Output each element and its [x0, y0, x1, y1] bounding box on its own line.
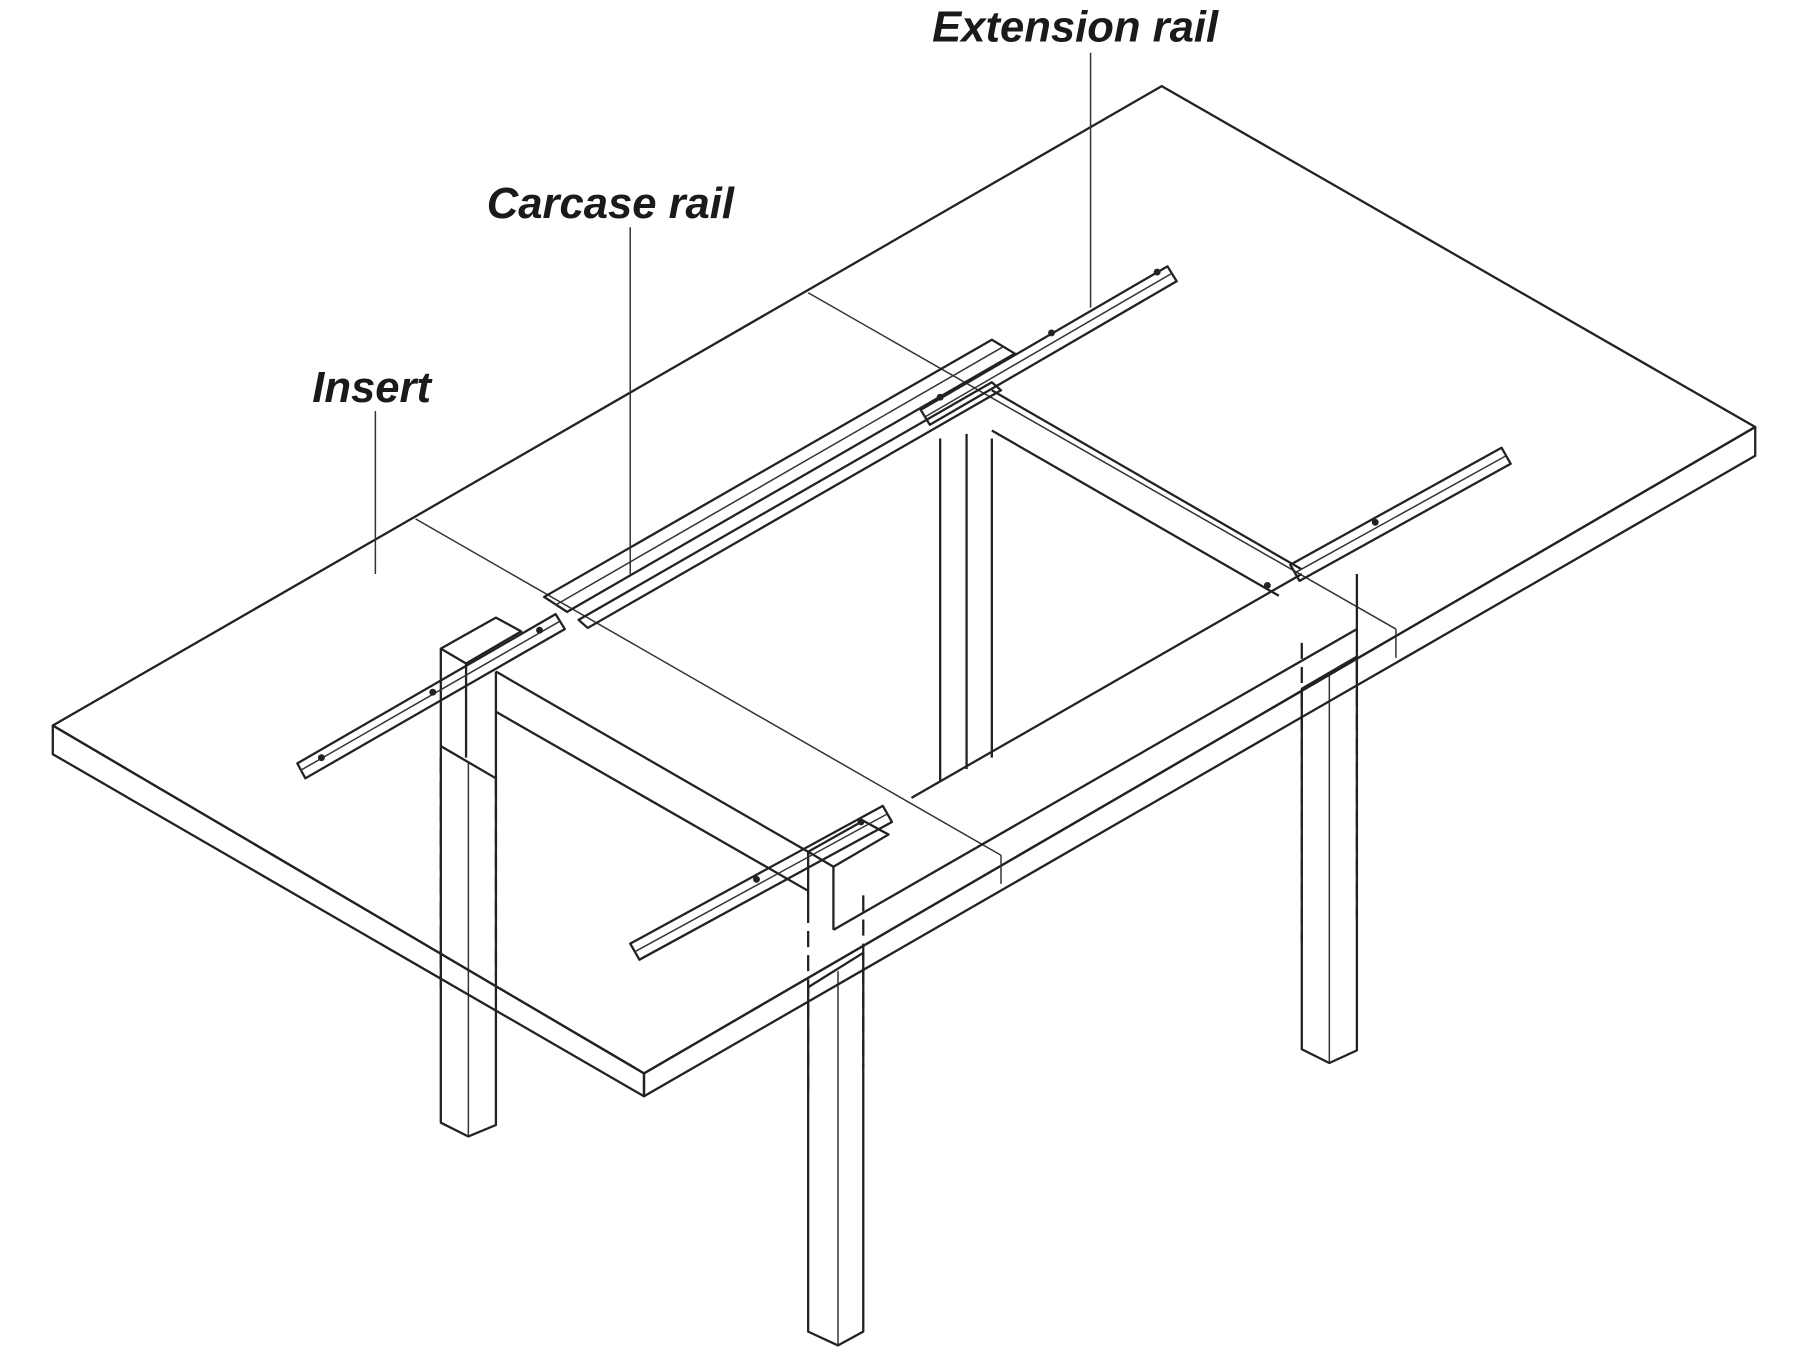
- legs: [439, 655, 1359, 1347]
- insert-joint-left: [415, 518, 1002, 856]
- extension-rail-top: [919, 265, 1178, 426]
- leg-left: [439, 745, 498, 1138]
- top-edge-right: [642, 425, 1757, 1098]
- extension-rails: [296, 265, 1512, 961]
- leg-front: [807, 951, 865, 1347]
- extension-rail-label: Extension rail: [932, 3, 1219, 51]
- label-extension-rail: Extension rail: [932, 3, 1219, 308]
- carcase-rail: [542, 338, 1016, 630]
- insert-joint-right: [807, 292, 1397, 630]
- label-insert: Insert: [312, 364, 433, 574]
- insert-label: Insert: [312, 364, 433, 412]
- label-carcase-rail: Carcase rail: [487, 180, 735, 574]
- extension-rail-front: [629, 804, 894, 961]
- top-edge-front: [51, 724, 646, 1098]
- table-top: [51, 84, 1757, 1098]
- leg-right: [1300, 655, 1359, 1065]
- carcase-rail-label: Carcase rail: [487, 180, 735, 228]
- top-surface: [51, 84, 1757, 1075]
- extension-rail-left: [296, 613, 566, 780]
- carcase-frame: [439, 389, 1359, 1091]
- extension-rail-right: [1263, 446, 1512, 589]
